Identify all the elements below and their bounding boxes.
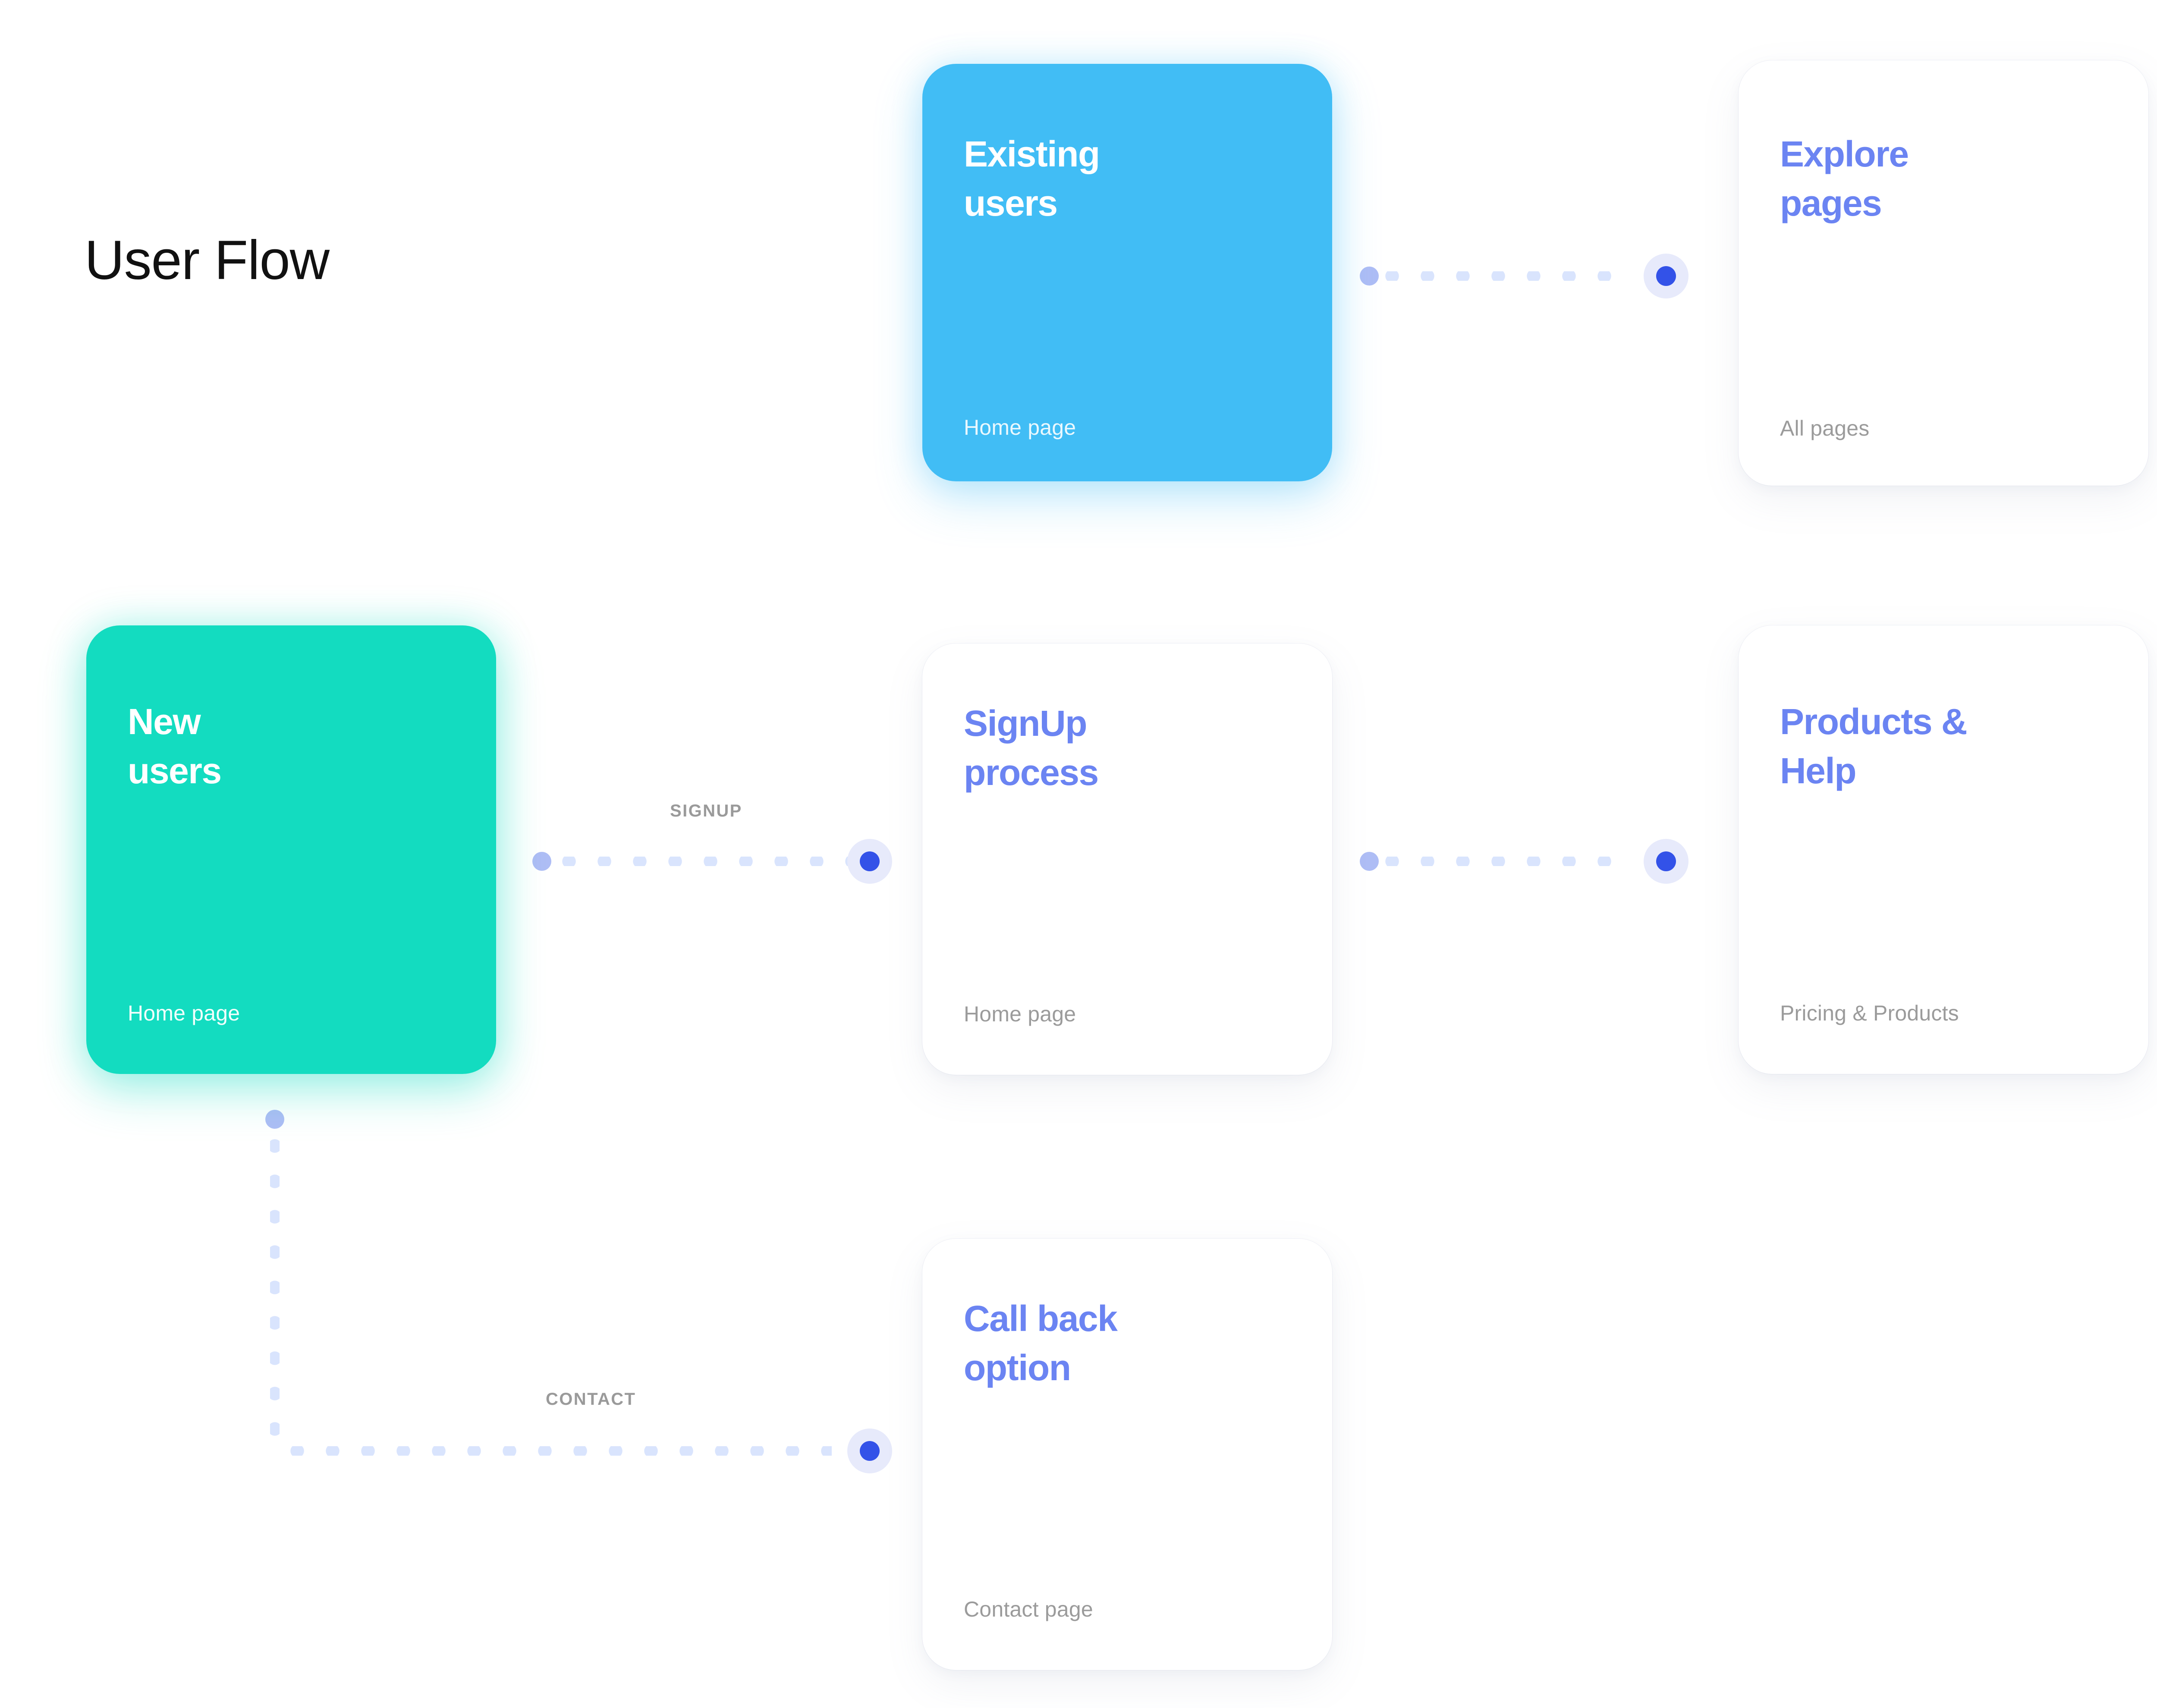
card-subtitle: Contact page (964, 1597, 1093, 1621)
connector-end-core-dot (860, 1441, 880, 1461)
card-call-back-option[interactable]: Call back option Contact page (922, 1239, 1332, 1670)
card-title: New users (128, 701, 222, 791)
connector-label-contact: CONTACT (546, 1390, 636, 1409)
card-explore-pages[interactable]: Explore pages All pages (1739, 60, 2148, 486)
connector-dotted-line (551, 857, 853, 866)
card-subtitle: Home page (964, 1002, 1076, 1026)
connector-dotted-line-horizontal (280, 1446, 832, 1456)
page-title: User Flow (85, 229, 330, 291)
card-signup-process[interactable]: SignUp process Home page (922, 644, 1332, 1075)
connector-start-dot (265, 1110, 284, 1129)
connector-end-node (1644, 254, 1688, 298)
connector-dotted-line (1374, 271, 1626, 281)
connector-end-node (847, 1429, 892, 1473)
connector-dotted-line (1374, 857, 1626, 866)
connector-start-dot (532, 852, 551, 871)
card-existing-users[interactable]: Existing users Home page (922, 64, 1332, 481)
connector-end-core-dot (860, 851, 880, 871)
card-title: Existing users (964, 134, 1100, 224)
card-subtitle: Home page (964, 415, 1076, 440)
card-title: Products & Help (1780, 701, 1968, 791)
card-subtitle: Pricing & Products (1780, 1001, 1959, 1025)
card-new-users[interactable]: New users Home page (86, 625, 496, 1074)
connector-label-signup: SIGNUP (670, 801, 742, 820)
card-title: SignUp process (964, 703, 1099, 793)
connector-end-core-dot (1656, 851, 1676, 871)
connector-dotted-line-vertical (270, 1139, 280, 1436)
connector-end-node (1644, 839, 1688, 884)
connector-end-core-dot (1656, 266, 1676, 286)
card-title: Call back option (964, 1298, 1118, 1388)
card-products-help[interactable]: Products & Help Pricing & Products (1739, 625, 2148, 1074)
card-subtitle: Home page (128, 1001, 240, 1025)
card-title: Explore pages (1780, 134, 1909, 224)
connector-end-node (847, 839, 892, 884)
card-subtitle: All pages (1780, 416, 1870, 440)
